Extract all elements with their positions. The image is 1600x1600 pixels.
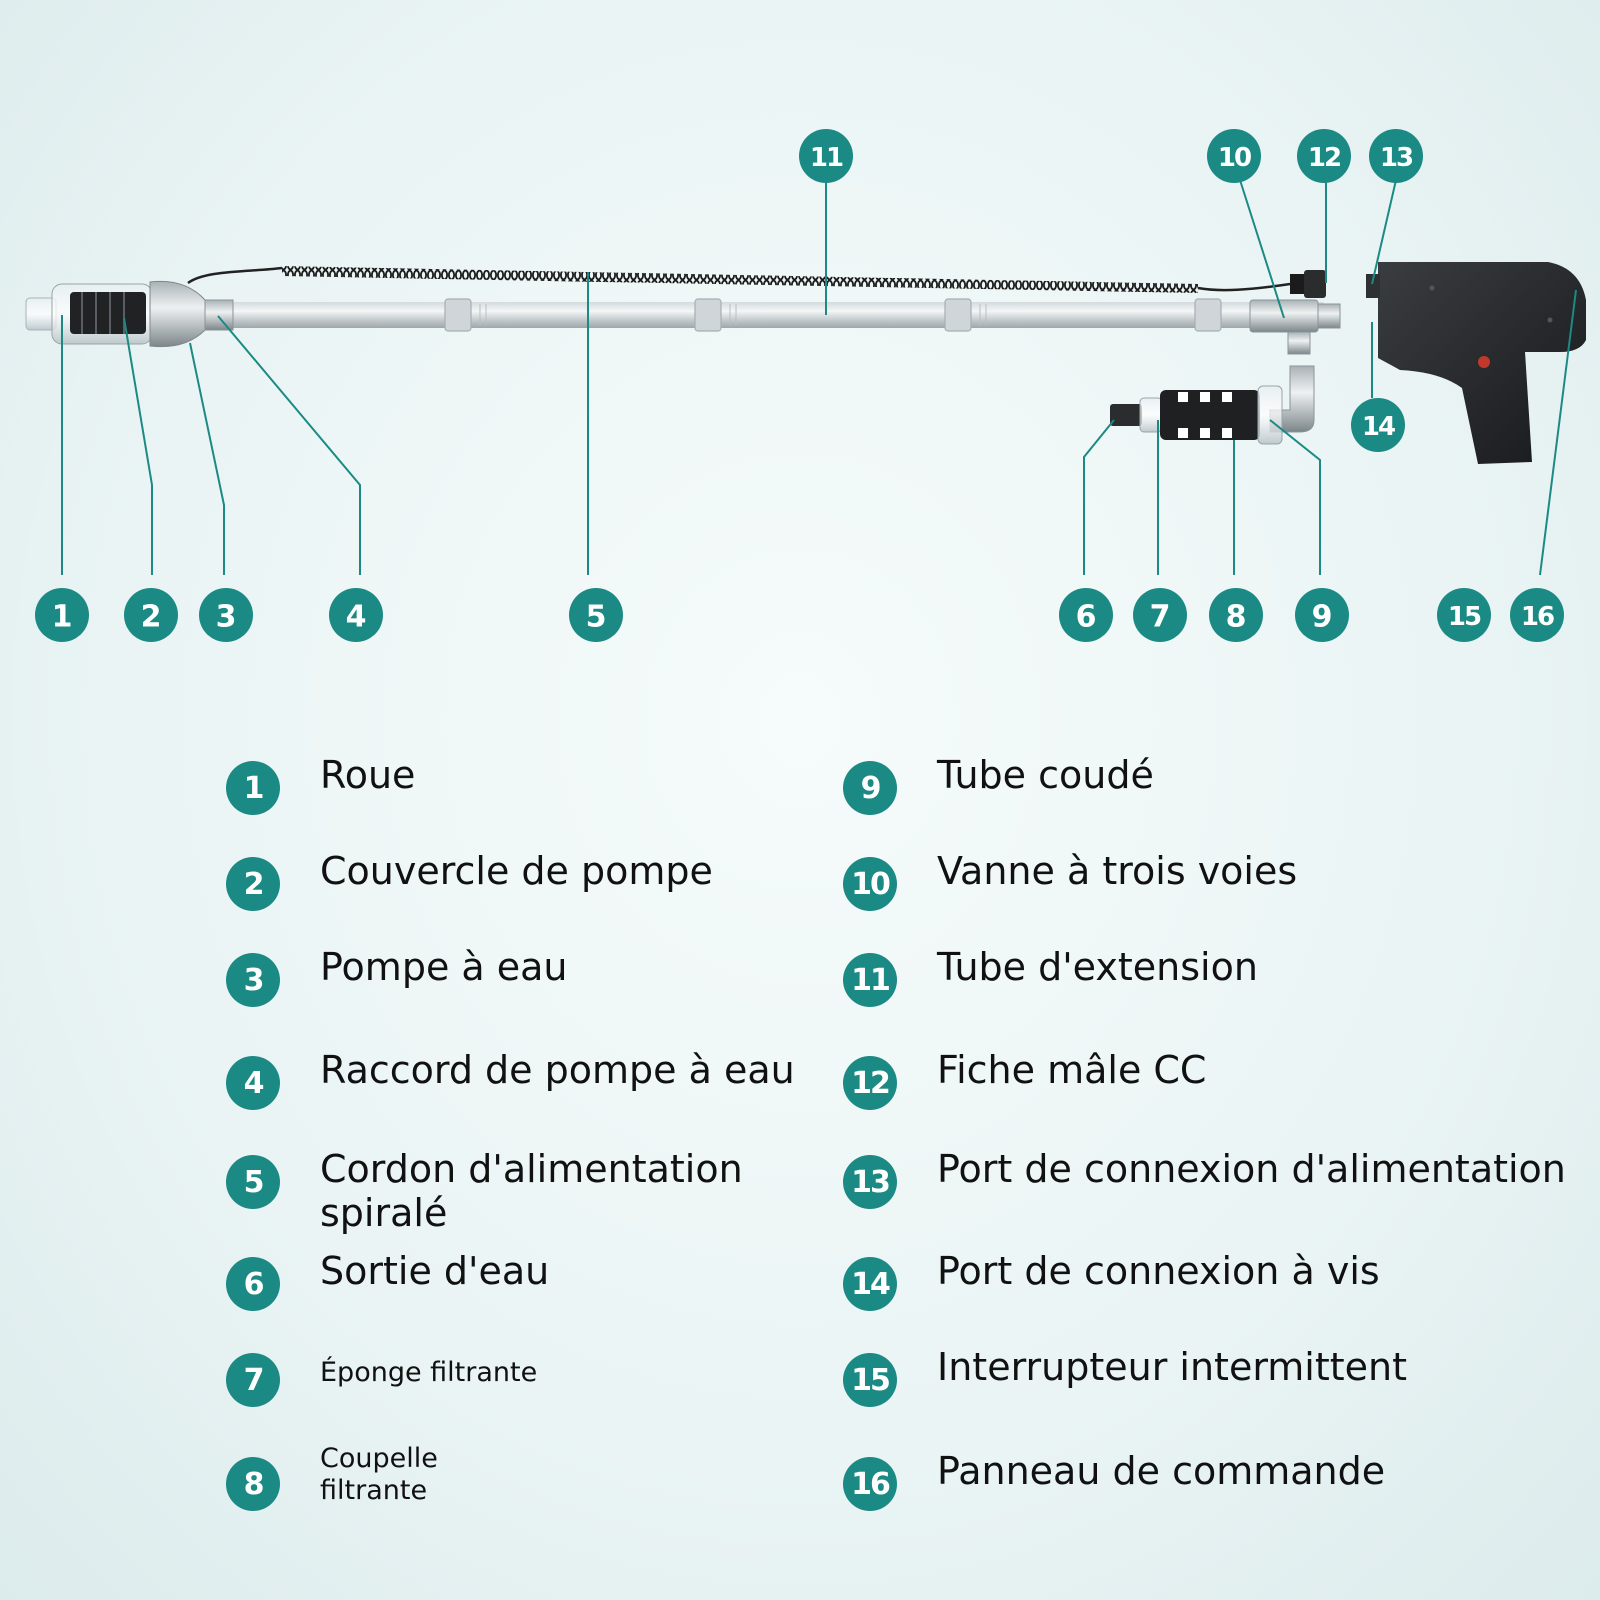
legend-label: Tube coudé <box>937 753 1154 797</box>
legend-item-10: 10 Vanne à trois voies <box>843 849 1297 911</box>
svg-text:4: 4 <box>346 600 367 635</box>
legend-badge: 14 <box>843 1257 897 1311</box>
legend-label: Roue <box>320 753 416 797</box>
legend-badge: 2 <box>226 857 280 911</box>
svg-text:15: 15 <box>1448 602 1481 632</box>
legend-label-line: Coupelle <box>320 1443 438 1474</box>
legend-badge: 6 <box>226 1257 280 1311</box>
legend-badge: 5 <box>226 1155 280 1209</box>
legend-item-13: 13 Port de connexion d'alimentation <box>843 1147 1566 1209</box>
legend-item-3: 3 Pompe à eau <box>226 945 568 1007</box>
legend-badge: 4 <box>226 1056 280 1110</box>
callout-badge-6: 6 <box>1059 588 1113 642</box>
svg-text:16: 16 <box>1521 602 1554 632</box>
control-handle <box>1366 262 1586 464</box>
legend-item-15: 15 Interrupteur intermittent <box>843 1345 1407 1407</box>
legend-label: Port de connexion d'alimentation <box>937 1147 1566 1191</box>
svg-text:5: 5 <box>586 600 607 635</box>
svg-text:13: 13 <box>1380 143 1413 173</box>
leader-lines <box>61 179 1577 576</box>
product-diagram: 1 2 3 4 5 6 7 8 9 10 11 12 13 14 15 16 <box>25 129 1586 642</box>
legend-badge: 12 <box>843 1056 897 1110</box>
legend-item-2: 2 Couvercle de pompe <box>226 849 713 911</box>
legend-item-5: 5 Cordon d'alimentation spiralé <box>226 1147 743 1235</box>
legend-label: Sortie d'eau <box>320 1249 550 1293</box>
callout-badge-4: 4 <box>329 588 383 642</box>
svg-text:11: 11 <box>810 143 843 173</box>
pump-assembly <box>25 280 234 348</box>
legend-item-4: 4 Raccord de pompe à eau <box>226 1048 795 1110</box>
svg-text:9: 9 <box>1312 600 1333 635</box>
filter-assembly <box>1110 385 1283 445</box>
legend-item-9: 9 Tube coudé <box>843 753 1154 815</box>
legend-label: Fiche mâle CC <box>937 1048 1207 1092</box>
legend-label: Pompe à eau <box>320 945 568 989</box>
legend-label: Interrupteur intermittent <box>937 1345 1408 1389</box>
legend-badge: 13 <box>843 1155 897 1209</box>
legend-item-7: 7 Éponge filtrante <box>226 1353 537 1407</box>
legend-badge: 10 <box>843 857 897 911</box>
legend-badge: 1 <box>226 761 280 815</box>
legend-item-8: 8 Coupelle filtrante <box>226 1443 438 1511</box>
legend-label-line: spiralé <box>320 1191 448 1235</box>
callout-badge-13: 13 <box>1369 129 1423 183</box>
legend-badge: 16 <box>843 1457 897 1511</box>
legend-label: Panneau de commande <box>937 1449 1386 1493</box>
callout-badge-15: 15 <box>1437 588 1491 642</box>
legend-badge: 15 <box>843 1353 897 1407</box>
legend-badge: 7 <box>226 1353 280 1407</box>
callout-badge-10: 10 <box>1207 129 1261 183</box>
callout-badge-5: 5 <box>569 588 623 642</box>
legend-label-line: filtrante <box>320 1475 428 1506</box>
legend-badge: 9 <box>843 761 897 815</box>
extension-tube <box>230 298 1325 332</box>
legend-item-12: 12 Fiche mâle CC <box>843 1048 1206 1110</box>
three-way-valve <box>1249 299 1341 355</box>
svg-text:8: 8 <box>1226 600 1247 635</box>
legend-badge: 8 <box>226 1457 280 1511</box>
legend-badge: 11 <box>843 953 897 1007</box>
callout-badge-11: 11 <box>799 129 853 183</box>
legend-label-line: Cordon d'alimentation <box>320 1147 743 1191</box>
legend-label: Port de connexion à vis <box>937 1249 1380 1293</box>
legend-label: Éponge filtrante <box>320 1357 538 1388</box>
svg-text:14: 14 <box>1362 412 1395 442</box>
callout-badge-7: 7 <box>1133 588 1187 642</box>
svg-text:1: 1 <box>52 600 73 635</box>
svg-text:6: 6 <box>1076 600 1097 635</box>
legend-item-16: 16 Panneau de commande <box>843 1449 1385 1511</box>
legend-label: Vanne à trois voies <box>937 849 1298 893</box>
legend-item-6: 6 Sortie d'eau <box>226 1249 549 1311</box>
callout-badge-3: 3 <box>199 588 253 642</box>
callout-badge-14: 14 <box>1351 398 1405 452</box>
legend-label: Couvercle de pompe <box>320 849 713 893</box>
legend-badge: 3 <box>226 953 280 1007</box>
svg-text:3: 3 <box>216 600 237 635</box>
svg-text:7: 7 <box>1150 600 1171 635</box>
callout-badge-9: 9 <box>1295 588 1349 642</box>
coiled-power-cord <box>187 266 1291 293</box>
callout-badge-1: 1 <box>35 588 89 642</box>
dc-male-plug <box>1290 270 1326 298</box>
callout-badge-16: 16 <box>1510 588 1564 642</box>
svg-text:2: 2 <box>141 600 162 635</box>
callout-badge-2: 2 <box>124 588 178 642</box>
svg-text:10: 10 <box>1218 143 1251 173</box>
legend-item-1: 1 Roue <box>226 753 415 815</box>
legend-label: Coupelle filtrante <box>320 1443 438 1507</box>
svg-text:12: 12 <box>1308 143 1340 173</box>
legend-label: Cordon d'alimentation spiralé <box>320 1147 743 1235</box>
callout-badge-8: 8 <box>1209 588 1263 642</box>
legend-label: Raccord de pompe à eau <box>320 1048 795 1092</box>
legend-item-11: 11 Tube d'extension <box>843 945 1258 1007</box>
legend-label: Tube d'extension <box>937 945 1258 989</box>
callout-badge-12: 12 <box>1297 129 1351 183</box>
legend-item-14: 14 Port de connexion à vis <box>843 1249 1380 1311</box>
